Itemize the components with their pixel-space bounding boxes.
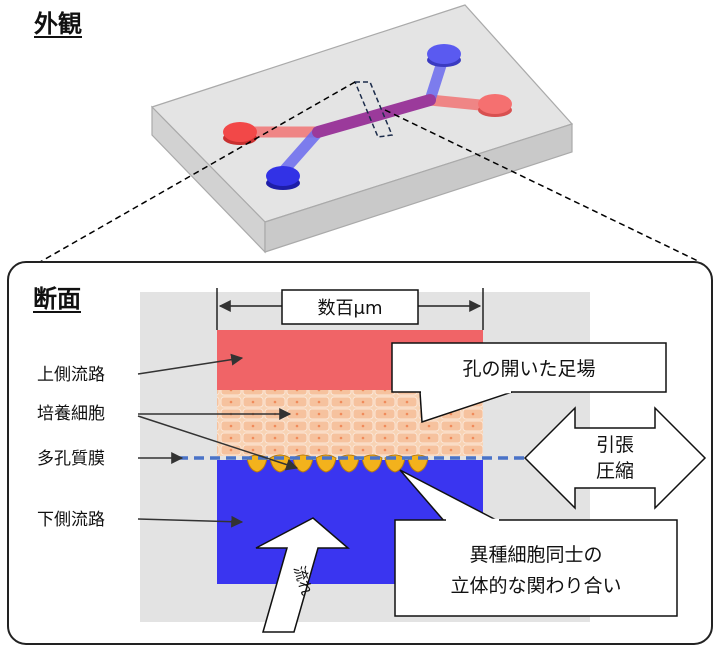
lower-channel-label: 下側流路	[37, 510, 105, 530]
width-label-box	[281, 289, 419, 325]
interaction-label-line2: 立体的な関わり合い	[450, 575, 621, 597]
lower-channel-arrow	[137, 515, 244, 528]
chip-side-face	[264, 123, 573, 253]
zoom-line-right	[384, 109, 701, 263]
cultured-cells-arrow-lower	[137, 415, 299, 471]
flow-arrow	[255, 517, 351, 633]
upper-channel-label: 上側流路	[37, 365, 105, 385]
inlet-blue-top	[427, 44, 461, 67]
stretch-compress-arrow	[523, 406, 707, 510]
inlet-red-right	[478, 94, 512, 117]
chip-3d-view	[150, 4, 574, 254]
section-plane	[353, 81, 394, 138]
scaffold-callout-box	[391, 342, 667, 393]
interaction-label-line1: 異種細胞同士の	[469, 544, 602, 566]
tension-label: 引張	[596, 434, 634, 456]
inlet-red-left	[223, 122, 257, 145]
zoom-line-left	[39, 81, 356, 263]
porous-membrane-label: 多孔質膜	[37, 449, 105, 469]
width-label: 数百μm	[318, 298, 383, 319]
compression-label: 圧縮	[596, 460, 634, 482]
scaffold-label: 孔の開いた足場	[462, 358, 595, 380]
cultured-cells-label: 培養細胞	[37, 404, 105, 424]
cross-section-title: 断面	[33, 285, 81, 313]
inlet-blue-bottom	[266, 166, 300, 190]
exterior-title: 外観	[34, 10, 82, 38]
overlap-channel-path	[312, 94, 436, 138]
upper-channel-arrow	[137, 353, 244, 375]
interaction-callout-box	[394, 519, 678, 617]
